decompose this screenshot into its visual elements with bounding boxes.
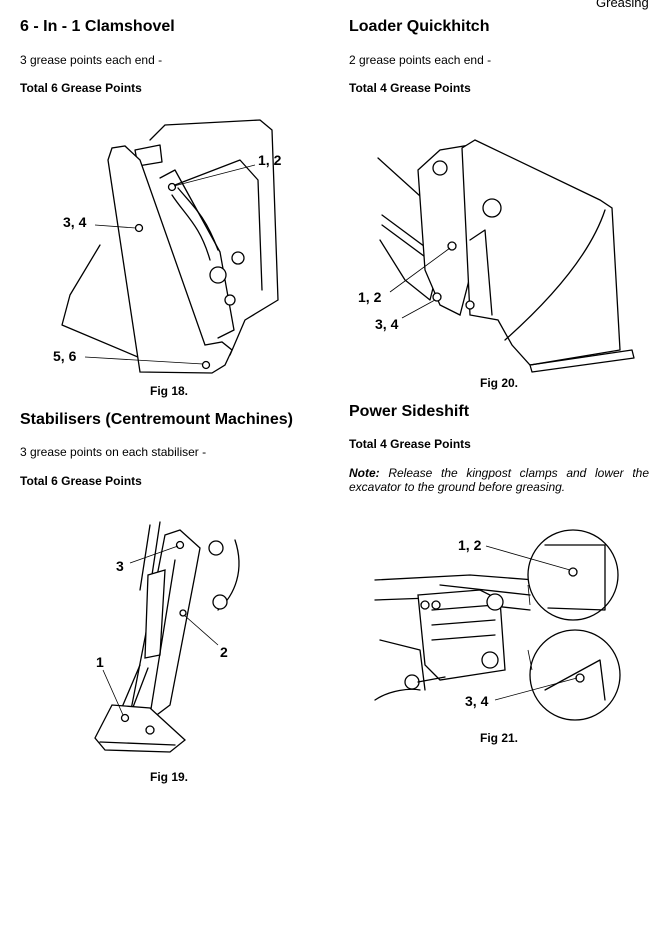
stabilisers-label-1: 1	[96, 654, 104, 670]
clamshovel-label-3-4: 3, 4	[63, 214, 87, 230]
clamshovel-total: Total 6 Grease Points	[20, 81, 142, 95]
quickhitch-heading: Loader Quickhitch	[349, 18, 490, 35]
section-header: Greasing	[596, 0, 649, 10]
quickhitch-total: Total 4 Grease Points	[349, 81, 471, 95]
fig-21-caption: Fig 21.	[480, 731, 519, 745]
fig-19-caption: Fig 19.	[150, 770, 189, 784]
quickhitch-label-3-4: 3, 4	[375, 316, 399, 332]
quickhitch-label-1-2: 1, 2	[358, 289, 382, 305]
stabilisers-heading: Stabilisers (Centremount Machines)	[20, 411, 293, 428]
note-text: Release the kingpost clamps and lower th…	[349, 466, 649, 494]
stabilisers-total: Total 6 Grease Points	[20, 474, 142, 488]
clamshovel-label-1-2: 1, 2	[258, 152, 282, 168]
fig-18-caption: Fig 18.	[150, 384, 189, 398]
fig-20-caption: Fig 20.	[480, 376, 519, 390]
sideshift-label-3-4: 3, 4	[465, 693, 489, 709]
note-label: Note:	[349, 466, 380, 480]
stabilisers-label-2: 2	[220, 644, 228, 660]
sideshift-heading: Power Sideshift	[349, 403, 470, 420]
stabilisers-description: 3 grease points on each stabiliser -	[20, 445, 207, 459]
clamshovel-description: 3 grease points each end -	[20, 53, 163, 67]
clamshovel-label-5-6: 5, 6	[53, 348, 77, 364]
sideshift-total: Total 4 Grease Points	[349, 437, 471, 451]
sideshift-note: Note: Release the kingpost clamps and lo…	[349, 466, 649, 494]
quickhitch-description: 2 grease points each end -	[349, 53, 492, 67]
stabilisers-label-3: 3	[116, 558, 124, 574]
clamshovel-heading: 6 - In - 1 Clamshovel	[20, 18, 175, 35]
sideshift-label-1-2: 1, 2	[458, 537, 482, 553]
